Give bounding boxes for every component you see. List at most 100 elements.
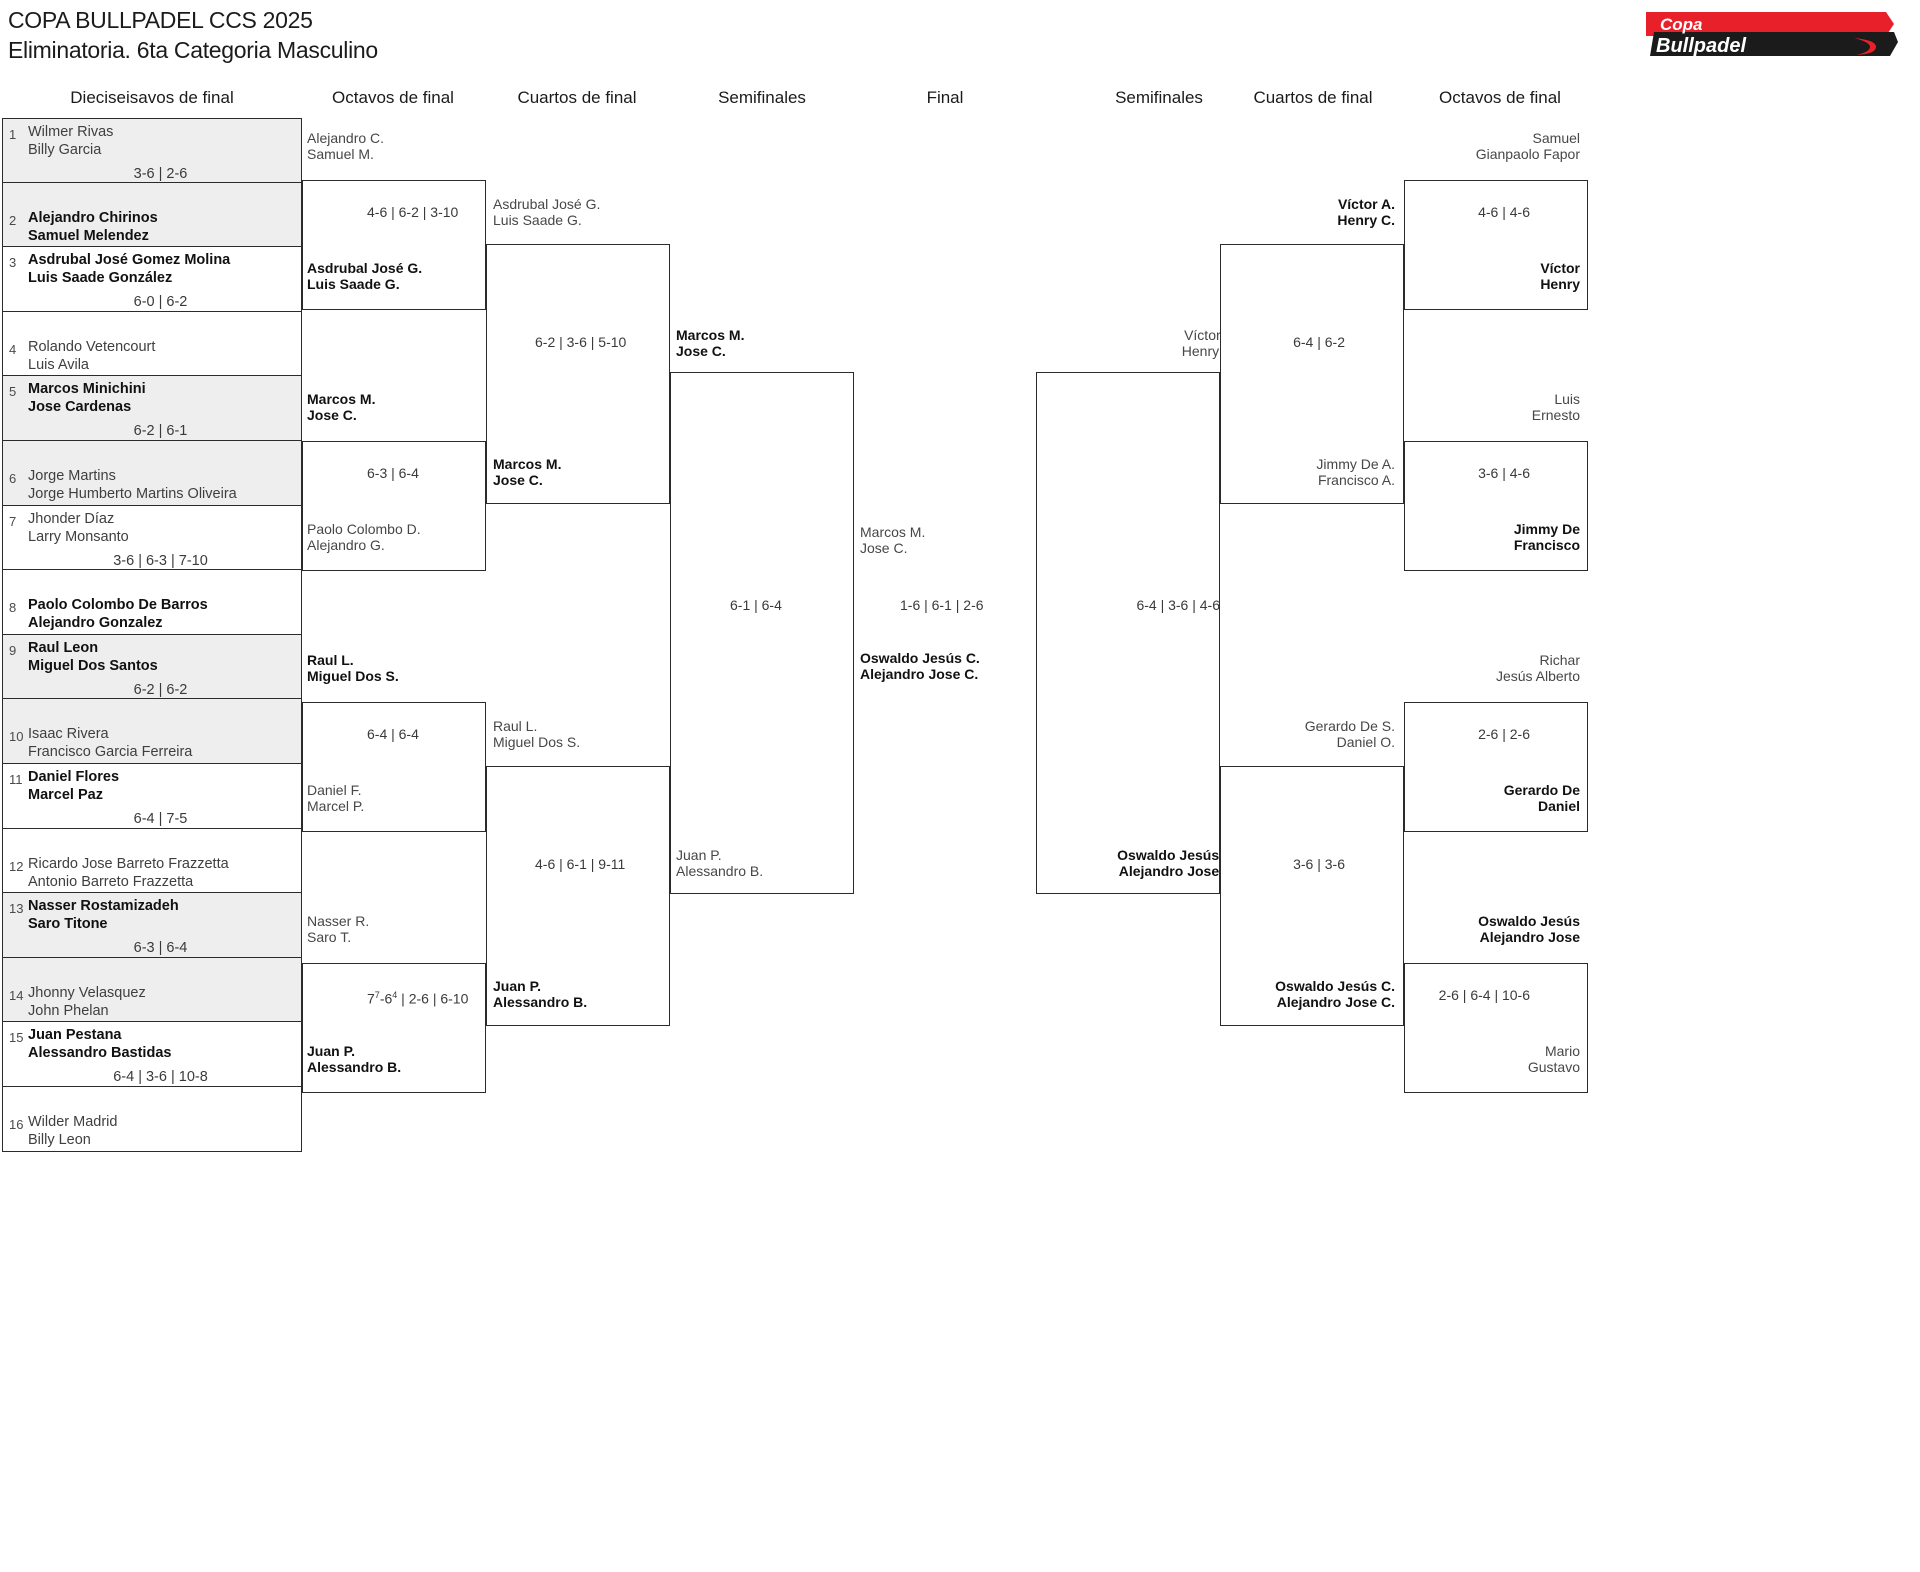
bracket-connector-box: [1404, 963, 1588, 1093]
match-score: 77-64 | 2-6 | 6-10: [367, 990, 469, 1007]
match-player-name: Víctor: [1540, 260, 1580, 276]
match-player-name: Juan P.: [307, 1043, 355, 1059]
match-player-name: Nasser R.: [307, 913, 370, 929]
round-header-1: Octavos de final: [332, 88, 454, 107]
round-header-4: Final: [926, 88, 964, 107]
match-score: 6-2 | 6-2: [133, 681, 188, 698]
match-score: 6-1 | 6-4: [730, 597, 782, 613]
player-name: Isaac Rivera: [28, 726, 109, 743]
svg-text:Bullpadel: Bullpadel: [1656, 35, 1746, 57]
player-name: Billy Garcia: [28, 142, 102, 158]
match-score: 6-4 | 6-2: [1293, 334, 1345, 350]
match-player-name: Henry: [1540, 276, 1580, 292]
match-player-name: Gerardo De S.: [1304, 718, 1395, 734]
match-player-name: Marcos M.: [676, 327, 745, 343]
tournament-subtitle: Eliminatoria. 6ta Categoria Masculino: [8, 37, 378, 63]
match-score: 6-2 | 6-1: [133, 423, 188, 440]
round-header-5: Semifinales: [1115, 88, 1203, 107]
tournament-title: COPA BULLPADEL CCS 2025: [8, 7, 313, 33]
match-player-name: Samuel: [1532, 130, 1580, 146]
match-score: 3-6 | 6-3 | 7-10: [113, 552, 208, 569]
seed-number: 8: [9, 600, 17, 616]
seed-number: 3: [9, 255, 17, 271]
match-score: 3-6 | 4-6: [1478, 465, 1530, 481]
seed-number: 10: [9, 729, 24, 745]
match-player-name: Jimmy De: [1513, 521, 1580, 537]
match-player-name: Juan P.: [493, 978, 541, 994]
player-name: Wilder Madrid: [28, 1114, 118, 1130]
player-name: Billy Leon: [28, 1132, 91, 1148]
player-name: Asdrubal José Gomez Molina: [28, 252, 231, 269]
player-name: Alejandro Chirinos: [28, 209, 158, 226]
player-name: Ricardo Jose Barreto Frazzetta: [28, 855, 229, 872]
seed-number: 7: [9, 513, 17, 529]
bracket-connector-box: [302, 963, 486, 1093]
round-header-0: Dieciseisavos de final: [70, 88, 234, 107]
match-score: 6-4 | 6-4: [367, 726, 419, 742]
player-name: Jorge Humberto Martins Oliveira: [28, 486, 237, 502]
bracket-connector-box: [670, 372, 854, 894]
match-player-name: Richar: [1539, 652, 1580, 668]
match-player-name: Alejandro Jose: [1479, 929, 1580, 945]
seed-number: 12: [9, 858, 24, 874]
match-player-name: Marcos M.: [493, 456, 562, 472]
match-player-name: Francisco: [1513, 537, 1580, 553]
bracket-connector-box: [1404, 180, 1588, 310]
player-name: Nasser Rostamizadeh: [28, 898, 179, 915]
player-name: Marcel Paz: [28, 787, 103, 803]
player-name: Wilmer Rivas: [28, 124, 114, 140]
match-score: 6-2 | 3-6 | 5-10: [535, 334, 627, 350]
match-player-name: Alejandro Jose C.: [1276, 994, 1395, 1010]
match-player-name: Daniel F.: [307, 782, 362, 798]
bracket-connector-box: [302, 702, 486, 832]
match-player-name: Alejandro Jose C.: [860, 666, 979, 682]
player-name: Antonio Barreto Frazzetta: [28, 873, 194, 890]
match-score: 4-6 | 4-6: [1478, 204, 1530, 220]
match-player-name: Marcel P.: [307, 798, 365, 814]
match-score: 1-6 | 6-1 | 2-6: [900, 597, 984, 613]
match-player-name: Asdrubal José G.: [493, 196, 601, 212]
match-player-name: Daniel: [1537, 798, 1580, 814]
player-name: Alejandro Gonzalez: [28, 615, 163, 632]
match-player-name: Jesús Alberto: [1495, 668, 1580, 684]
round-header-6: Cuartos de final: [1253, 88, 1373, 107]
match-player-name: Oswaldo Jesús: [1478, 913, 1580, 929]
player-name: Luis Saade González: [28, 270, 173, 287]
player-name: John Phelan: [28, 1002, 109, 1019]
match-score: 4-6 | 6-1 | 9-11: [535, 856, 626, 872]
bracket-connector-box: [1036, 372, 1220, 894]
player-name: Raul Leon: [28, 639, 99, 656]
seed-number: 14: [9, 987, 24, 1003]
round-header-7: Octavos de final: [1439, 88, 1561, 107]
seed-number: 1: [9, 127, 17, 142]
bracket-connector-box: [486, 244, 670, 504]
match-score: 4-6 | 6-2 | 3-10: [367, 204, 459, 220]
